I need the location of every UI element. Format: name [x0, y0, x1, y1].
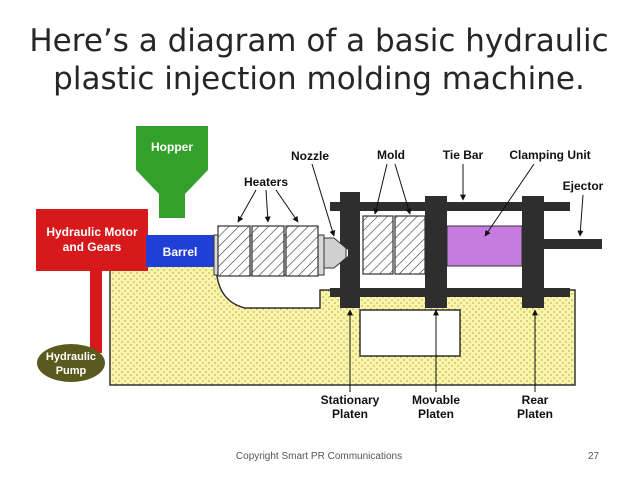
ejector-rod: [544, 239, 602, 249]
base-cutout: [359, 309, 461, 357]
movable-platen-label-1: Movable: [412, 393, 460, 407]
rear-platen-label-2: Platen: [517, 407, 553, 421]
mold-label: Mold: [377, 148, 405, 162]
barrel: [146, 235, 214, 267]
title-line-2: plastic injection molding machine.: [53, 61, 585, 97]
hopper-label: Hopper: [151, 140, 193, 154]
mold-half-right: [394, 215, 426, 275]
ejector-arrow: [577, 194, 584, 237]
hydraulic-pump: [37, 344, 105, 382]
tie-bar-top: [330, 202, 570, 211]
heaters-arrow-2: [264, 189, 271, 223]
motor-label-1: Hydraulic Motor: [46, 225, 138, 239]
barrel-label: Barrel: [163, 245, 198, 259]
copyright-text: Copyright Smart PR Communications: [235, 451, 403, 462]
heaters-arrow-3: [275, 189, 299, 223]
motor-label-2: and Gears: [63, 240, 122, 254]
pump-label-2: Pump: [56, 365, 87, 377]
tie-bar-label: Tie Bar: [443, 148, 484, 162]
hydraulic-motor: [36, 209, 148, 271]
motor-shaft: [90, 268, 102, 353]
mold-arrow-1: [373, 163, 388, 215]
injection-molding-diagram: Hydraulic Motor and Gears Hydraulic Pump…: [30, 118, 620, 430]
heaters-label: Heaters: [244, 175, 288, 189]
heater-1: [217, 225, 251, 277]
nozzle-label: Nozzle: [291, 149, 329, 163]
rear-platen: [522, 196, 544, 308]
title-line-1: Here’s a diagram of a basic hydraulic: [29, 23, 609, 59]
movable-platen-label-2: Platen: [418, 407, 454, 421]
heater-2: [251, 225, 285, 277]
stationary-platen: [340, 192, 360, 308]
mold-half-left: [362, 215, 394, 275]
slide-title: Here’s a diagram of a basic hydraulic pl…: [0, 22, 638, 98]
pump-label-1: Hydraulic: [46, 351, 96, 363]
stationary-platen-label-2: Platen: [332, 407, 368, 421]
clamping-unit-arrow: [484, 163, 535, 237]
heaters-arrow-1: [237, 189, 257, 223]
hopper: [136, 126, 208, 218]
tie-bar-bottom: [330, 288, 570, 297]
mold-arrow-2: [394, 163, 412, 215]
stationary-platen-label-1: Stationary: [321, 393, 380, 407]
page-number: 27: [588, 451, 600, 462]
nozzle-arrow: [311, 163, 336, 237]
heater-3: [285, 225, 319, 277]
clamping-unit: [446, 225, 523, 267]
movable-platen: [425, 196, 447, 308]
rear-platen-label-1: Rear: [522, 393, 549, 407]
leader-arrows: [237, 163, 584, 392]
clamping-unit-label: Clamping Unit: [509, 148, 590, 162]
ejector-label: Ejector: [563, 179, 604, 193]
